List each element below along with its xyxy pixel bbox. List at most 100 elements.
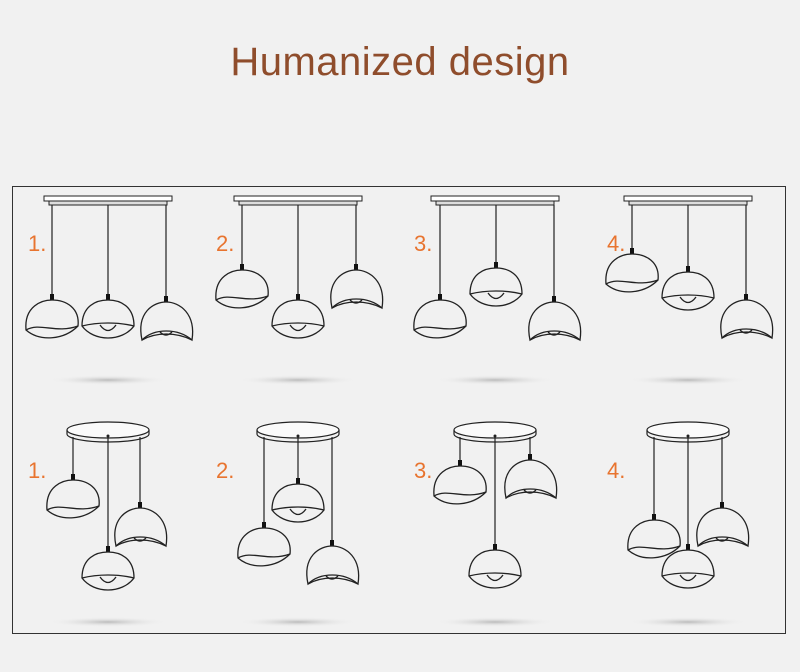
lamp-socket bbox=[354, 264, 358, 270]
configuration-number: 2. bbox=[216, 231, 235, 256]
ceiling-bar-base bbox=[628, 200, 748, 206]
lamp-socket bbox=[106, 294, 110, 300]
ceiling-bar-canopy bbox=[623, 195, 753, 202]
lamp-socket bbox=[458, 460, 462, 466]
pendant-lamp-crescent bbox=[306, 545, 360, 586]
lamp-socket bbox=[138, 502, 142, 508]
lamp-rim-line bbox=[81, 322, 135, 327]
lamp-socket bbox=[493, 544, 497, 550]
pendant-lamp-wave bbox=[237, 527, 291, 567]
lamp-socket bbox=[652, 514, 656, 520]
pendant-lamp-crescent bbox=[114, 507, 168, 548]
lamp-inner-line bbox=[307, 577, 359, 585]
bulb-icon bbox=[289, 324, 307, 332]
lamp-socket bbox=[262, 522, 266, 528]
lamp-socket bbox=[494, 262, 498, 268]
bulb-icon bbox=[133, 537, 147, 542]
lamp-inner-line bbox=[505, 491, 557, 499]
floor-shadow bbox=[238, 375, 358, 385]
canopy-screw bbox=[296, 434, 300, 438]
lamp-inner-line bbox=[721, 331, 773, 339]
pendant-lamp-dome bbox=[81, 551, 135, 591]
canopy-screw bbox=[493, 434, 497, 438]
pendant-lamp-crescent bbox=[696, 507, 750, 548]
canopy-screw bbox=[686, 434, 690, 438]
configuration-number: 2. bbox=[216, 458, 235, 483]
lamp-socket bbox=[744, 294, 748, 300]
lamp-rim-line bbox=[661, 294, 715, 299]
lamp-rim-line bbox=[661, 572, 715, 577]
pendant-lamp-crescent bbox=[528, 301, 582, 342]
configuration-number: 1. bbox=[28, 231, 47, 256]
ceiling-bar-base bbox=[238, 200, 358, 206]
floor-shadow bbox=[48, 375, 168, 385]
lamp-wave-line bbox=[413, 325, 467, 331]
pendant-lamp-wave bbox=[215, 269, 269, 309]
pendant-lamp-dome bbox=[271, 483, 325, 523]
lamp-inner-line bbox=[697, 539, 749, 547]
bulb-icon bbox=[349, 299, 363, 304]
bulb-icon bbox=[715, 537, 729, 542]
lamp-wave-line bbox=[237, 553, 291, 559]
lamp-socket bbox=[720, 502, 724, 508]
lamp-rim-line bbox=[469, 290, 523, 295]
lamp-socket bbox=[106, 546, 110, 552]
configuration-number: 4. bbox=[607, 458, 626, 483]
configurations-frame bbox=[12, 186, 786, 634]
bulb-icon bbox=[159, 331, 173, 336]
pendant-lamp-crescent bbox=[330, 269, 384, 310]
bulb-icon bbox=[679, 296, 697, 304]
lamp-wave-line bbox=[627, 545, 681, 551]
lamp-socket bbox=[630, 248, 634, 254]
canopy-screw bbox=[106, 434, 110, 438]
ceiling-bar-canopy bbox=[43, 195, 173, 202]
lamp-socket bbox=[528, 454, 532, 460]
page-title: Humanized design bbox=[230, 40, 570, 84]
configuration-number: 1. bbox=[28, 458, 47, 483]
configuration-number: 3. bbox=[414, 458, 433, 483]
pendant-lamp-wave bbox=[413, 299, 467, 339]
lamp-rim-line bbox=[468, 572, 522, 577]
lamp-socket bbox=[50, 294, 54, 300]
bulb-icon bbox=[523, 489, 537, 494]
pendant-lamp-dome bbox=[271, 299, 325, 339]
ceiling-bar-base bbox=[48, 200, 168, 206]
pendant-lamp-wave bbox=[433, 465, 487, 505]
lamp-inner-line bbox=[115, 539, 167, 547]
bulb-icon bbox=[679, 574, 697, 582]
lamp-socket bbox=[330, 540, 334, 546]
ceiling-bar-canopy bbox=[430, 195, 560, 202]
floor-shadow bbox=[48, 617, 168, 627]
configuration-number: 4. bbox=[607, 231, 626, 256]
pendant-lamp-dome bbox=[468, 549, 522, 589]
pendant-lamp-wave bbox=[605, 253, 659, 293]
pendant-lamp-dome bbox=[469, 267, 523, 307]
lamp-socket bbox=[686, 544, 690, 550]
ceiling-bar-canopy bbox=[233, 195, 363, 202]
lamp-socket bbox=[552, 296, 556, 302]
lamp-rim-line bbox=[271, 322, 325, 327]
floor-shadow bbox=[435, 617, 555, 627]
bulb-icon bbox=[99, 324, 117, 332]
lamp-wave-line bbox=[46, 505, 100, 511]
ceiling-bar-base bbox=[435, 200, 555, 206]
lamp-socket bbox=[240, 264, 244, 270]
pendant-lamp-wave bbox=[627, 519, 681, 559]
lamp-wave-line bbox=[433, 491, 487, 497]
bulb-icon bbox=[325, 575, 339, 580]
bulb-icon bbox=[739, 329, 753, 334]
lamp-wave-line bbox=[25, 325, 79, 331]
bulb-icon bbox=[547, 331, 561, 336]
lamp-wave-line bbox=[605, 279, 659, 285]
pendant-lamp-wave bbox=[25, 299, 79, 339]
lamp-socket bbox=[296, 294, 300, 300]
pendant-lamp-crescent bbox=[504, 459, 558, 500]
lamp-inner-line bbox=[141, 333, 193, 341]
lamp-inner-line bbox=[529, 333, 581, 341]
lamp-rim-line bbox=[81, 574, 135, 579]
bulb-icon bbox=[486, 574, 504, 582]
lamp-socket bbox=[686, 266, 690, 272]
lamp-socket bbox=[164, 296, 168, 302]
lamp-socket bbox=[296, 478, 300, 484]
